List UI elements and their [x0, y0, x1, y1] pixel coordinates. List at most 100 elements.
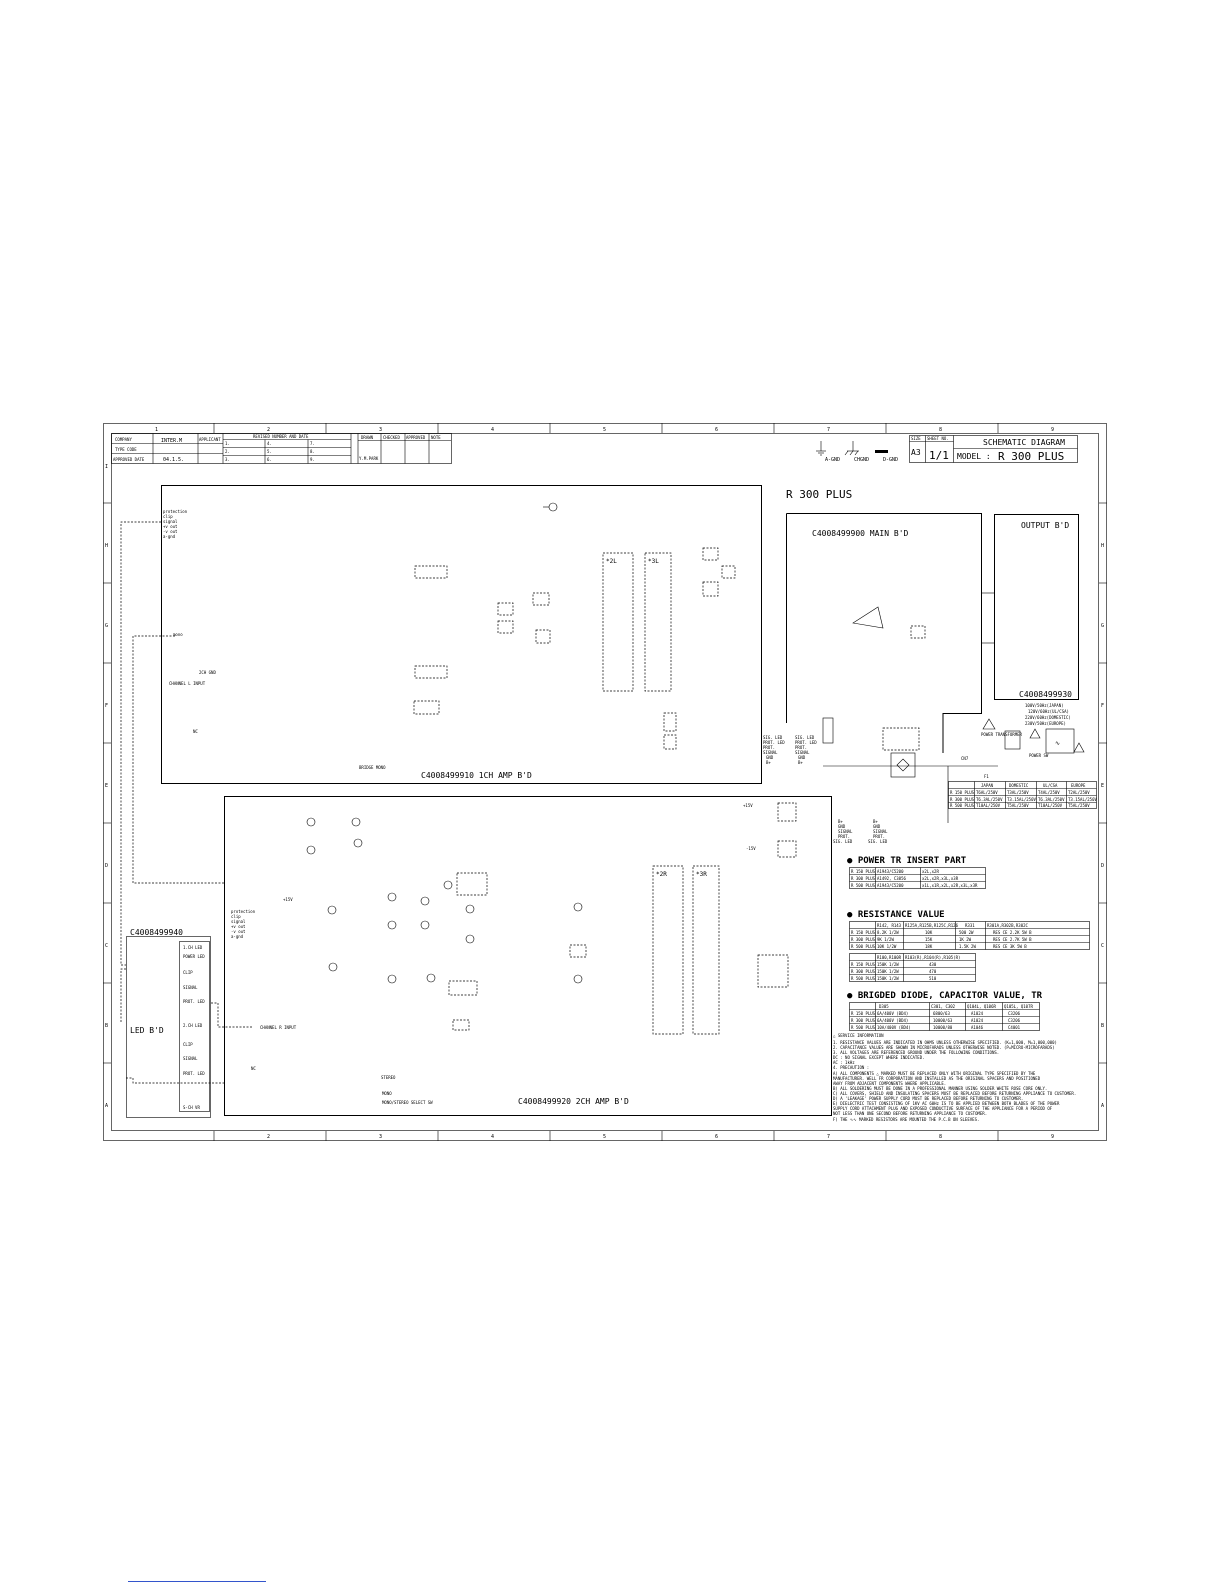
- amp1-2ch-gnd: 2CH GND: [199, 670, 216, 675]
- a-gnd-label: A-GND: [825, 457, 840, 463]
- amp-board-1ch: C4008499910 1CH AMP B'D *2L *3L protecti…: [161, 485, 762, 784]
- power-tr-title: ● POWER TR INSERT PART: [847, 856, 967, 866]
- br-r1c0: R 300 PLUS: [851, 1018, 876, 1023]
- main-board: C4008499900 MAIN B'D: [786, 513, 982, 778]
- approved-date-label: APPROVED DATE: [113, 457, 145, 462]
- note-14: SUPPLY CORD ATTACHMENT PLUG AND EXPOSED …: [833, 1106, 1053, 1111]
- sig-connectors: SIG. LED PROT. LED PROT. SIGNAL GND B+ S…: [763, 735, 888, 844]
- res2-r2c1: 150K 1/2W: [877, 976, 899, 981]
- mains-v2: 120V/60Hz(UL/CSA): [1028, 709, 1069, 714]
- br-r2c0: R 500 PLUS: [851, 1025, 876, 1030]
- main-board-label: C4008499900 MAIN B'D: [812, 529, 909, 538]
- model-value: R 300 PLUS: [998, 450, 1064, 463]
- res-r1c3: 1K 2W: [959, 937, 972, 942]
- amp2-plus15v: +15V: [743, 803, 753, 808]
- bplus-2: B+: [798, 760, 803, 765]
- grid-row-b-right: B: [1101, 1023, 1104, 1029]
- led-clip-2: CLIP: [183, 1042, 193, 1047]
- fuse-table: JAPAN DOMESTIC UL/CSA EUROPE R 150 PLUS …: [948, 781, 1097, 809]
- grid-row-c-right: C: [1101, 943, 1104, 949]
- res2-r2c2: 510: [929, 976, 937, 981]
- prot-led-1: PROT. LED: [763, 740, 785, 745]
- bplus-4: B+: [873, 819, 878, 824]
- inner-border: [111, 433, 1099, 1131]
- prot-2: PROT.: [795, 745, 807, 750]
- amp2-prot-1: protection: [231, 909, 256, 914]
- res-r1c2: 15K: [925, 937, 933, 942]
- br-r0c0: R 150 PLUS: [851, 1011, 876, 1016]
- res-r2c2: 18K: [925, 944, 933, 949]
- led-prot-1: PROT. LED: [183, 999, 205, 1004]
- power-tr-section: ● POWER TR INSERT PART R 150 PLUS A1943/…: [847, 856, 986, 889]
- fuse-h-domestic: DOMESTIC: [1009, 783, 1029, 788]
- ptr-r1c2: x2L,x2R,x3L,x3R: [922, 876, 959, 881]
- grid-row-f-right: F: [1101, 703, 1104, 709]
- amp1-channel-input: CHANNEL L INPUT: [169, 681, 206, 686]
- res-r1c4: RES CE 2.7K 5W B: [993, 937, 1032, 942]
- grid-col-7-bottom: 7: [827, 1134, 830, 1140]
- br-r1c3: A1024: [971, 1018, 984, 1023]
- note-10: B) ALL SOLDERING MUST BE DONE IN A PROFE…: [833, 1086, 1047, 1091]
- rev-7: 7.: [310, 441, 315, 446]
- note-2: 2. CAPACITANCE VALUES ARE SHOWN IN MICRO…: [833, 1045, 1055, 1050]
- res-r0c3: 500 2W: [959, 930, 974, 935]
- resistance-title: ● RESISTANCE VALUE: [847, 910, 945, 920]
- fuse-h-europe: EUROPE: [1071, 783, 1086, 788]
- grid-row-a: A: [105, 1103, 108, 1109]
- grid-col-3: 3: [379, 427, 382, 433]
- amp1-prot-5: -v out: [163, 529, 178, 534]
- note-6: 4. PRECAUTION :: [833, 1065, 869, 1070]
- fuse-h-japan: JAPAN: [981, 783, 994, 788]
- ac-plug-icon: ∿: [1055, 740, 1060, 747]
- prot-4: PROT.: [873, 834, 885, 839]
- fuse-r1c3: T6.3AL/250V: [1038, 797, 1065, 802]
- grid-col-5: 5: [603, 427, 606, 433]
- grid-row-e: E: [105, 783, 108, 789]
- br-r1c4: C3206: [1008, 1018, 1021, 1023]
- grid-col-5-bottom: 5: [603, 1134, 606, 1140]
- note-1: 1. RESISTANCE VALUES ARE INDICATED IN OH…: [833, 1040, 1057, 1045]
- amp2-prot-4: +v out: [231, 924, 246, 929]
- company-value: INTER.M: [161, 438, 182, 444]
- res-h3: R331: [965, 923, 975, 928]
- res2-r1c1: 150K 1/2W: [877, 969, 899, 974]
- led-power: POWER LED: [183, 954, 205, 959]
- note-15: NOT LESS THAN ONE SECOND BEFORE RETURNIN…: [833, 1111, 987, 1116]
- fuse-r1c2: T3.15AL/250V: [1007, 797, 1036, 802]
- res-r1c0: R 300 PLUS: [851, 937, 876, 942]
- drawn-label: DRAWN: [361, 435, 374, 440]
- res-h2: R125A,R125B,R125C,R126: [905, 923, 959, 928]
- ptr-r2c1: A1943/C5200: [877, 883, 904, 888]
- ptr-r0c0: R 150 PLUS: [851, 869, 876, 874]
- mains-v4: 230V/50Hz(EUROPE): [1025, 721, 1066, 726]
- rev-4: 4.: [267, 441, 272, 446]
- grid-column-labels: 1 2 3 4 5 6 7 8 9 2 3 4 5 6 7 8 9: [155, 423, 1054, 1141]
- br-h1: D305: [879, 1004, 889, 1009]
- amp1-prot-1: protection: [163, 509, 188, 514]
- rev-3: 3.: [225, 457, 230, 462]
- gnd-1: GND: [766, 755, 774, 760]
- grid-col-7: 7: [827, 427, 830, 433]
- grid-row-h: H: [105, 543, 108, 549]
- signal-3: SIGNAL: [838, 829, 853, 834]
- res2-h2: R103(R),R104(R),R105(R): [905, 955, 960, 960]
- bplus-3: B+: [838, 819, 843, 824]
- res-r0c4: RES CE 2.2K 5W B: [993, 930, 1032, 935]
- fuse-r2c0: R 500 PLUS: [950, 803, 975, 808]
- note-8: MANUFACTURER. WELL FR CORPORATION AND IN…: [833, 1076, 1041, 1081]
- led-2ch: 2.CH LED: [183, 1023, 203, 1028]
- footer-link-underline[interactable]: [128, 1581, 266, 1582]
- applicant-label: APPLICANT: [199, 437, 221, 442]
- grid-row-i: I: [105, 464, 108, 470]
- br-r2c4: C4001: [1008, 1025, 1021, 1030]
- res2-h1: R100,R100R: [877, 955, 902, 960]
- gnd-3: GND: [838, 824, 846, 829]
- output-board-code: C4008499930: [1019, 690, 1072, 699]
- approved-label: APPROVED: [406, 435, 426, 440]
- amp1-mono: mono: [173, 632, 183, 637]
- rev-5: 5.: [267, 449, 272, 454]
- res-r0c2: 10K: [925, 930, 933, 935]
- note-3: 3. ALL VOLTAGES ARE REFERENCED GROUND UN…: [833, 1050, 999, 1055]
- fuse-r2c1: T10AL/250V: [976, 803, 1001, 808]
- res-r2c1: 10K 1/2W: [877, 944, 897, 949]
